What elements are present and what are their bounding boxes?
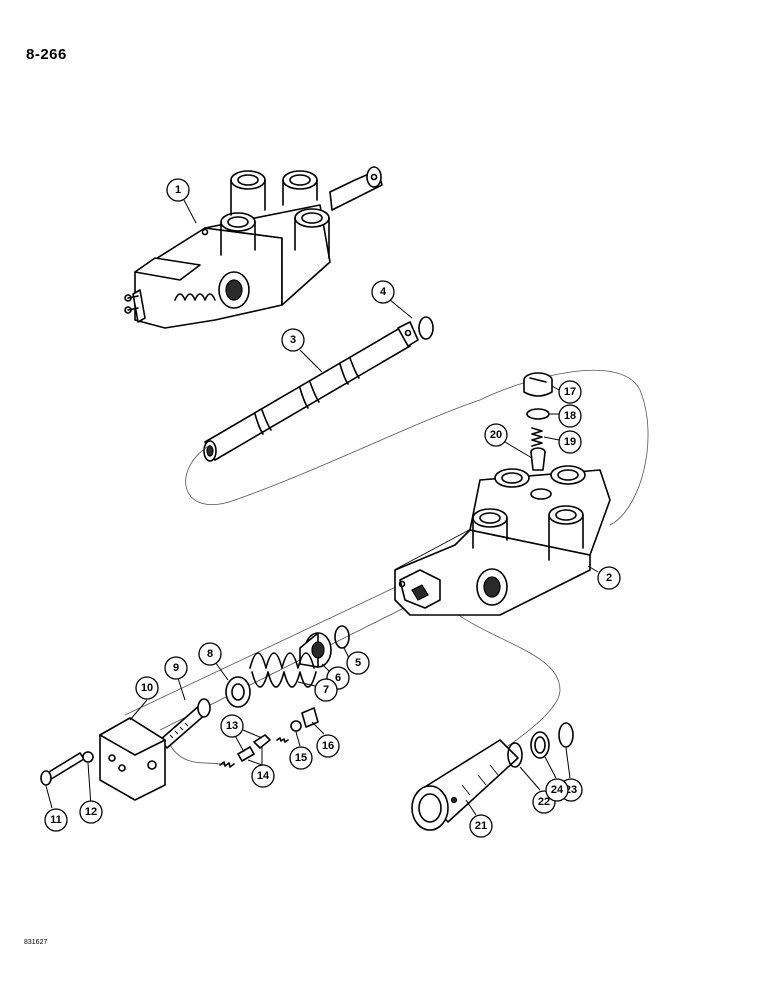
callout-7: 7	[314, 678, 338, 702]
callout-label-2: 2	[606, 572, 612, 584]
phantom-line-cap	[169, 744, 226, 766]
valve-body	[394, 465, 611, 616]
callout-label-14: 14	[257, 770, 270, 782]
callout-label-22: 22	[538, 796, 550, 808]
backup-ring	[530, 731, 550, 759]
callout-4: 4	[371, 280, 395, 304]
callout-label-10: 10	[141, 682, 153, 694]
callout-label-1: 1	[175, 184, 181, 196]
callout-label-8: 8	[207, 648, 213, 660]
callout-21: 21	[469, 814, 493, 838]
washer	[225, 676, 251, 708]
valve-assembly	[124, 166, 383, 329]
callout-3: 3	[281, 328, 305, 352]
callout-label-4: 4	[380, 286, 387, 298]
callout-19: 19	[558, 430, 582, 454]
callout-18: 18	[558, 404, 582, 428]
page-number: 8-266	[26, 46, 67, 63]
callout-label-11: 11	[50, 814, 62, 826]
callout-label-20: 20	[490, 429, 502, 441]
lock-washer	[82, 751, 94, 763]
callout-9: 9	[164, 656, 188, 680]
callout-label-7: 7	[323, 684, 329, 696]
cap-screw-head	[40, 770, 52, 786]
callout-8: 8	[198, 642, 222, 666]
callout-12: 12	[79, 800, 103, 824]
callout-5: 5	[346, 651, 370, 675]
callout-13: 13	[220, 714, 244, 738]
callout-20: 20	[484, 423, 508, 447]
spring-small	[531, 427, 543, 447]
o-ring	[418, 316, 434, 340]
callout-label-6: 6	[335, 672, 341, 684]
o-ring-large	[558, 722, 574, 748]
spring-seat	[299, 632, 332, 668]
spring-large	[249, 652, 317, 688]
callout-2: 2	[597, 566, 621, 590]
callout-label-13: 13	[226, 720, 238, 732]
callout-14: 14	[251, 764, 275, 788]
callout-label-19: 19	[564, 436, 576, 448]
relief-ball	[290, 720, 302, 732]
spring-relief	[219, 761, 235, 768]
callout-label-12: 12	[85, 806, 97, 818]
callout-label-15: 15	[295, 752, 307, 764]
relief-plug	[301, 707, 319, 728]
callout-10: 10	[135, 676, 159, 700]
callout-17: 17	[558, 380, 582, 404]
callout-11: 11	[44, 808, 68, 832]
callout-label-21: 21	[475, 820, 487, 832]
callout-15: 15	[289, 746, 313, 770]
end-cap	[99, 717, 166, 801]
leader-lines	[45, 199, 599, 816]
figure-id: 831627	[24, 939, 48, 946]
o-ring-plug	[507, 742, 523, 768]
callout-1: 1	[166, 178, 190, 202]
callout-24: 24	[545, 778, 569, 802]
relief-pin	[237, 746, 255, 762]
adjusting-bolt	[159, 698, 211, 749]
plug	[523, 372, 553, 397]
callout-label-24: 24	[551, 784, 564, 796]
callout-label-5: 5	[355, 657, 361, 669]
callout-label-18: 18	[564, 410, 576, 422]
callout-label-9: 9	[173, 662, 179, 674]
o-ring-small	[334, 625, 350, 649]
callout-label-16: 16	[322, 740, 334, 752]
relief-spring-2	[276, 737, 289, 743]
poppet	[530, 447, 546, 471]
callout-label-17: 17	[564, 386, 576, 398]
callout-label-3: 3	[290, 334, 296, 346]
relief-plug-assembly	[411, 739, 519, 831]
seal-ring	[526, 408, 550, 420]
callout-16: 16	[316, 734, 340, 758]
spool	[203, 321, 419, 462]
